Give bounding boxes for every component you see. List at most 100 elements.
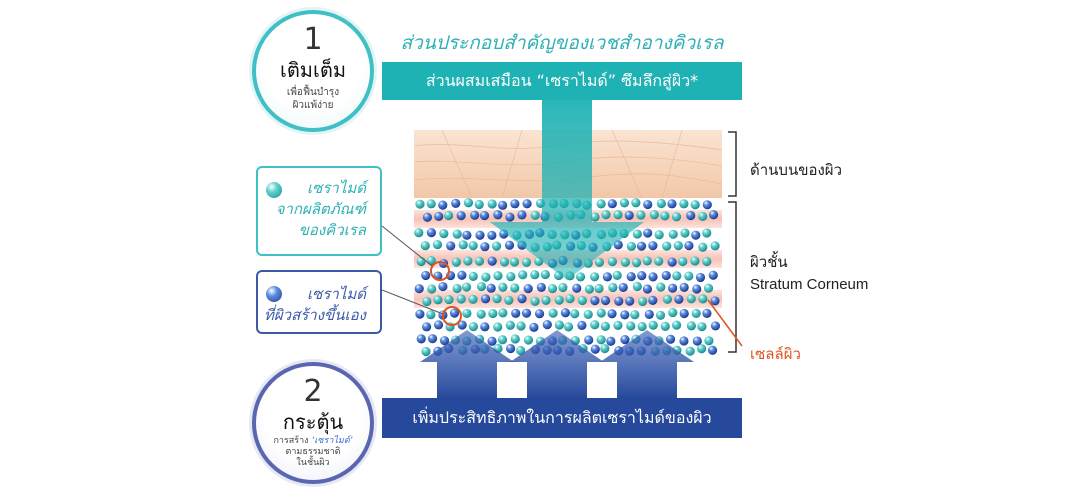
ceramide-particle bbox=[637, 321, 647, 332]
ceramide-particle bbox=[468, 322, 478, 332]
ceramide-particle bbox=[690, 256, 700, 266]
ceramide-particle bbox=[672, 271, 682, 281]
ceramide-particle bbox=[506, 271, 516, 282]
ceramide-particle bbox=[432, 239, 443, 250]
ceramide-particle bbox=[486, 283, 496, 293]
top-banner: ส่วนผสมเสมือน “เซราไมด์” ซึมลึกสู่ผิว* bbox=[382, 62, 742, 100]
skin-layers-illustration bbox=[382, 100, 743, 398]
ceramide-particle bbox=[600, 295, 611, 306]
ceramide-particle bbox=[695, 272, 706, 283]
ceramide-particle bbox=[698, 294, 708, 304]
skin-cell-label: เซลล์ผิว bbox=[750, 346, 801, 363]
ceramide-particle bbox=[572, 283, 582, 293]
ceramide-particle bbox=[631, 198, 641, 208]
legend-product-ceramide: เซราไมด์ จากผลิตภัณฑ์ ของคิวเรล bbox=[256, 166, 382, 256]
ceramide-particle bbox=[421, 270, 431, 281]
ceramide-particle bbox=[534, 309, 545, 319]
ceramide-particle bbox=[517, 294, 527, 304]
pointer-line bbox=[382, 289, 444, 315]
ceramide-particle bbox=[667, 257, 677, 267]
ceramide-particle bbox=[632, 281, 642, 292]
ceramide-particle bbox=[655, 310, 666, 320]
upper-skin-label: ด้านบนของผิว bbox=[750, 162, 842, 179]
ceramide-particle bbox=[487, 256, 497, 266]
ceramide-particle bbox=[606, 336, 616, 346]
ceramide-particle bbox=[614, 296, 624, 306]
step2-circle: 2 กระตุ้น การสร้าง ‘เซราไมด์’ ตามธรรมชาต… bbox=[252, 362, 374, 484]
ceramide-particle bbox=[516, 345, 526, 356]
step1-subtitle: เพื่อฟื้นบำรุง ผิวแพ้ง่าย bbox=[256, 86, 370, 112]
ceramide-particle bbox=[475, 230, 485, 240]
ceramide-particle bbox=[434, 211, 444, 222]
legend-product-line2: จากผลิตภัณฑ์ bbox=[275, 200, 366, 218]
ceramide-particle bbox=[584, 335, 594, 345]
ceramide-particle bbox=[548, 308, 558, 318]
ceramide-particle bbox=[511, 308, 521, 318]
ceramide-particle bbox=[620, 335, 630, 345]
ceramide-particle bbox=[463, 256, 473, 266]
ceramide-particle bbox=[668, 283, 678, 293]
ceramide-particle bbox=[558, 282, 568, 293]
ceramide-particle bbox=[461, 282, 472, 292]
ceramide-particle bbox=[674, 294, 684, 304]
ceramide-particle bbox=[702, 256, 712, 267]
ceramide-particle bbox=[577, 320, 587, 330]
ceramide-particle bbox=[536, 282, 546, 293]
ceramide-particle bbox=[554, 295, 564, 305]
ceramide-particle bbox=[468, 241, 478, 251]
ceramide-particle bbox=[449, 308, 460, 318]
ceramide-particle bbox=[649, 210, 659, 220]
ceramide-particle bbox=[560, 308, 571, 318]
ceramide-particle bbox=[702, 200, 712, 210]
stratum-label-th: ผิวชั้น bbox=[750, 254, 788, 271]
ceramide-particle bbox=[656, 282, 666, 292]
step1-circle: 1 เติมเต็ม เพื่อฟื้นบำรุง ผิวแพ้ง่าย bbox=[252, 10, 374, 132]
ceramide-particle bbox=[668, 307, 678, 318]
upper-skin-bracket bbox=[728, 131, 737, 197]
ceramide-particle bbox=[648, 320, 658, 330]
ceramide-particle bbox=[590, 272, 600, 282]
ceramide-particle bbox=[510, 199, 520, 209]
ceramide-particle bbox=[679, 282, 689, 292]
ceramide-particle bbox=[596, 335, 606, 345]
ceramide-particle bbox=[671, 212, 682, 222]
ceramide-particle bbox=[678, 256, 688, 267]
ceramide-particle bbox=[530, 210, 540, 220]
ceramide-particle bbox=[523, 284, 533, 294]
ceramide-particle bbox=[468, 294, 478, 304]
ceramide-particle bbox=[426, 310, 436, 320]
ceramide-particle bbox=[637, 271, 647, 281]
ceramide-particle bbox=[702, 228, 712, 238]
legend-skin-line1: เซราไมด์ bbox=[307, 285, 366, 303]
ceramide-particle bbox=[438, 200, 448, 210]
ceramide-particle bbox=[420, 241, 430, 251]
ceramide-particle bbox=[684, 271, 694, 281]
ceramide-particle bbox=[607, 257, 617, 267]
step2-subtitle-line3: ในชั้นผิว bbox=[296, 458, 330, 468]
ceramide-particle bbox=[575, 272, 586, 282]
ceramide-particle bbox=[451, 257, 461, 267]
ceramide-particle bbox=[704, 336, 714, 346]
ceramide-particle bbox=[648, 295, 658, 306]
ceramide-particle bbox=[625, 296, 635, 306]
ceramide-particle bbox=[499, 257, 510, 267]
ceramide-particle bbox=[686, 210, 696, 221]
ceramide-particle bbox=[452, 283, 462, 294]
ceramide-particle bbox=[632, 229, 642, 239]
ceramide-particle bbox=[504, 240, 515, 250]
ceramide-particle bbox=[654, 256, 664, 266]
ceramide-particle bbox=[662, 241, 672, 251]
blue-up-arrow bbox=[510, 330, 604, 398]
ceramide-particle bbox=[563, 322, 574, 332]
ceramide-particle bbox=[470, 210, 480, 220]
ceramide-particle bbox=[698, 211, 708, 222]
ceramide-particle bbox=[630, 310, 640, 320]
ceramide-particle bbox=[679, 336, 689, 346]
step2-subtitle-prefix: การสร้าง bbox=[273, 436, 312, 446]
ceramide-particle bbox=[516, 321, 526, 331]
ceramide-particle bbox=[480, 242, 490, 252]
ceramide-particle bbox=[618, 282, 628, 293]
ceramide-particle bbox=[691, 230, 701, 240]
step1-subtitle-line2: ผิวแพ้ง่าย bbox=[292, 100, 334, 111]
ceramide-particle bbox=[661, 270, 671, 281]
